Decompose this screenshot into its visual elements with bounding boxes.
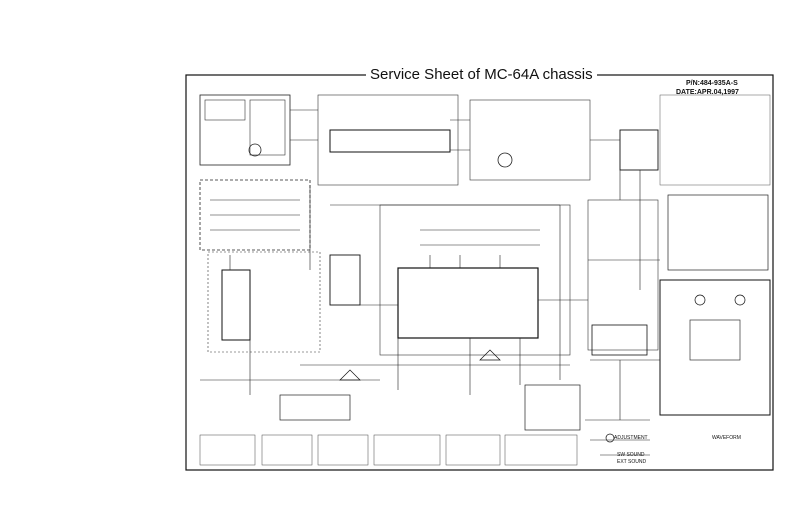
block-deflection — [587, 199, 659, 351]
table-bottom-2 — [524, 384, 581, 431]
ic-top — [329, 129, 451, 153]
legend-sw-sound: SW SOUND — [617, 452, 645, 458]
spec-table — [667, 194, 769, 271]
sheet-border — [185, 74, 774, 471]
block-tuner — [199, 94, 291, 166]
legend-adjustment: ADJUSTMENT — [614, 435, 648, 441]
page-title: Service Sheet of MC-64A chassis — [366, 66, 597, 84]
ic-main — [397, 267, 539, 339]
block-power — [469, 99, 591, 181]
revision-date: DATE:APR.04,1997 — [676, 89, 739, 96]
legend-waveform: WAVEFORM — [712, 435, 741, 441]
crt-board — [659, 279, 771, 416]
notes-block — [659, 94, 771, 186]
part-number: P/N:484-935A-S — [686, 80, 738, 87]
table-bottom-1 — [279, 394, 351, 421]
ic-left — [221, 269, 251, 341]
legend-ext-sound: EXT SOUND — [617, 459, 647, 465]
